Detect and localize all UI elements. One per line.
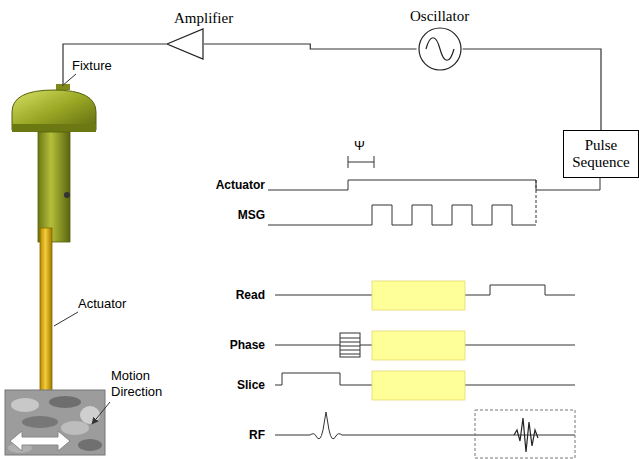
wire [63,44,166,88]
actuator-trace [268,176,600,190]
signal-name: Slice [237,377,265,393]
amplifier-node: Amplifier [166,8,233,60]
phantom [5,390,105,455]
part-label: Actuator [78,296,126,312]
node-label: Pulse Sequence [570,137,632,171]
leader-line [54,312,78,326]
actuator-rod [40,228,52,392]
oscillator-symbol [417,26,463,72]
node-label: Oscillator [410,6,469,26]
leader-line [62,74,76,86]
part-label: Fixture [72,58,112,74]
signal-name: MSG [238,207,265,223]
signal-name: Actuator [216,177,265,193]
signal-name: Phase [230,337,265,353]
part-label: Motion Direction [111,368,173,400]
phase-offset-label: Ψ [354,138,365,154]
leader-line [92,402,110,424]
pulse-sequence-box: Pulse Sequence [563,130,639,178]
signal-name: Read [236,287,265,303]
amplifier-symbol [166,28,204,60]
signal-name: RF [249,427,265,443]
timing-diagram [268,156,600,458]
motion-arrow [10,431,70,451]
wire [463,49,601,130]
wire [204,44,417,49]
fixture [12,84,96,242]
gradient-block [372,281,465,400]
msg-trace [268,205,536,225]
node-label: Amplifier [174,8,233,28]
oscillator-node: Oscillator [410,6,469,72]
